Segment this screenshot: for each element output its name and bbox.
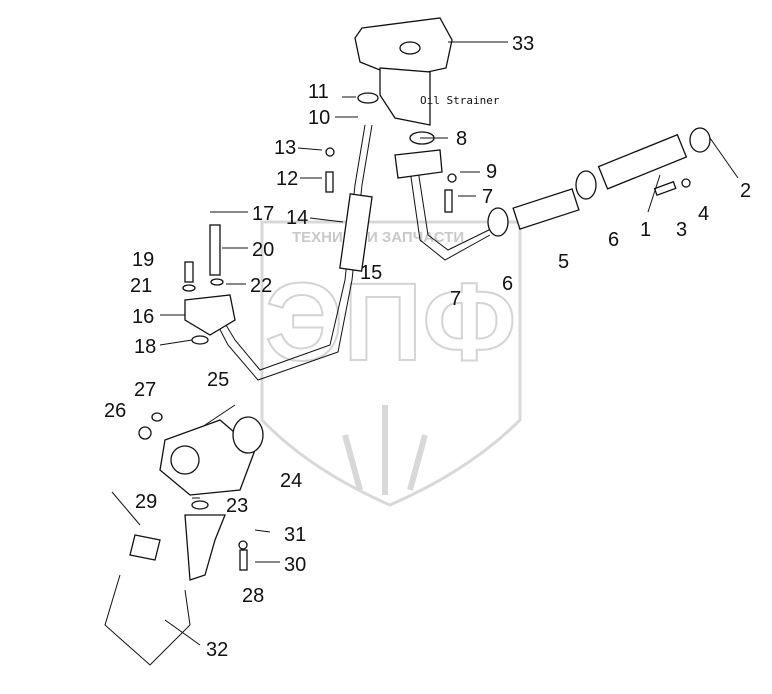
callout-15: 14 [286,207,308,229]
callout-22a: 21 [130,275,152,297]
callout-10: 9 [486,161,497,183]
callout-33: 33 [512,33,534,55]
callout-29: 29 [135,491,157,513]
callout-4: 4 [698,203,709,225]
callout-9: 7 [482,186,493,208]
callout-6b: 6 [502,273,513,295]
callout-32: 32 [206,639,228,661]
callout-28: 28 [242,585,264,607]
oil-strainer-label: Oil Strainer [420,94,500,107]
callout-19: 18 [134,336,156,358]
callout-20: 19 [132,249,154,271]
callout-18: 17 [252,203,274,225]
callout-6a: 6 [608,229,619,251]
leader-lines [111,41,739,646]
callout-13: 12 [276,168,298,190]
callout-27: 27 [134,379,156,401]
watermark-shield-icon [260,220,522,507]
callout-25: 25 [207,369,229,391]
callout-2: 2 [740,180,751,202]
callout-12: 11 [308,81,329,103]
callout-22b: 22 [250,275,272,297]
callouts: 33 11 10 8 13 12 9 7 2 4 1 3 6 5 6 7 17 … [104,33,751,661]
watermark: ТЕХНИКА И ЗАПЧАСТИ ЭПФ [260,220,522,507]
oil-strainer-part: Oil Strainer [354,17,500,126]
callout-30: 30 [284,554,306,576]
callout-5: 5 [558,251,569,273]
watermark-wheat-icon [342,405,428,495]
watermark-top-text: ТЕХНИКА И ЗАПЧАСТИ [292,229,464,246]
hoses [213,92,711,381]
callout-1: 1 [640,219,651,241]
callout-26: 26 [104,400,126,422]
pump-assembly [104,147,691,666]
callout-17: 16 [132,306,154,328]
callout-11: 10 [308,107,330,129]
callout-16: 15 [360,262,382,284]
callout-14: 13 [274,137,296,159]
watermark-logo-text: ЭПФ [265,261,516,384]
callout-23: 23 [226,495,248,517]
callout-21: 20 [252,239,274,261]
callout-7: 7 [450,288,461,310]
callout-24: 24 [280,470,302,492]
callout-8: 8 [456,128,467,150]
callout-3: 3 [676,219,687,241]
callout-31: 31 [284,524,306,546]
